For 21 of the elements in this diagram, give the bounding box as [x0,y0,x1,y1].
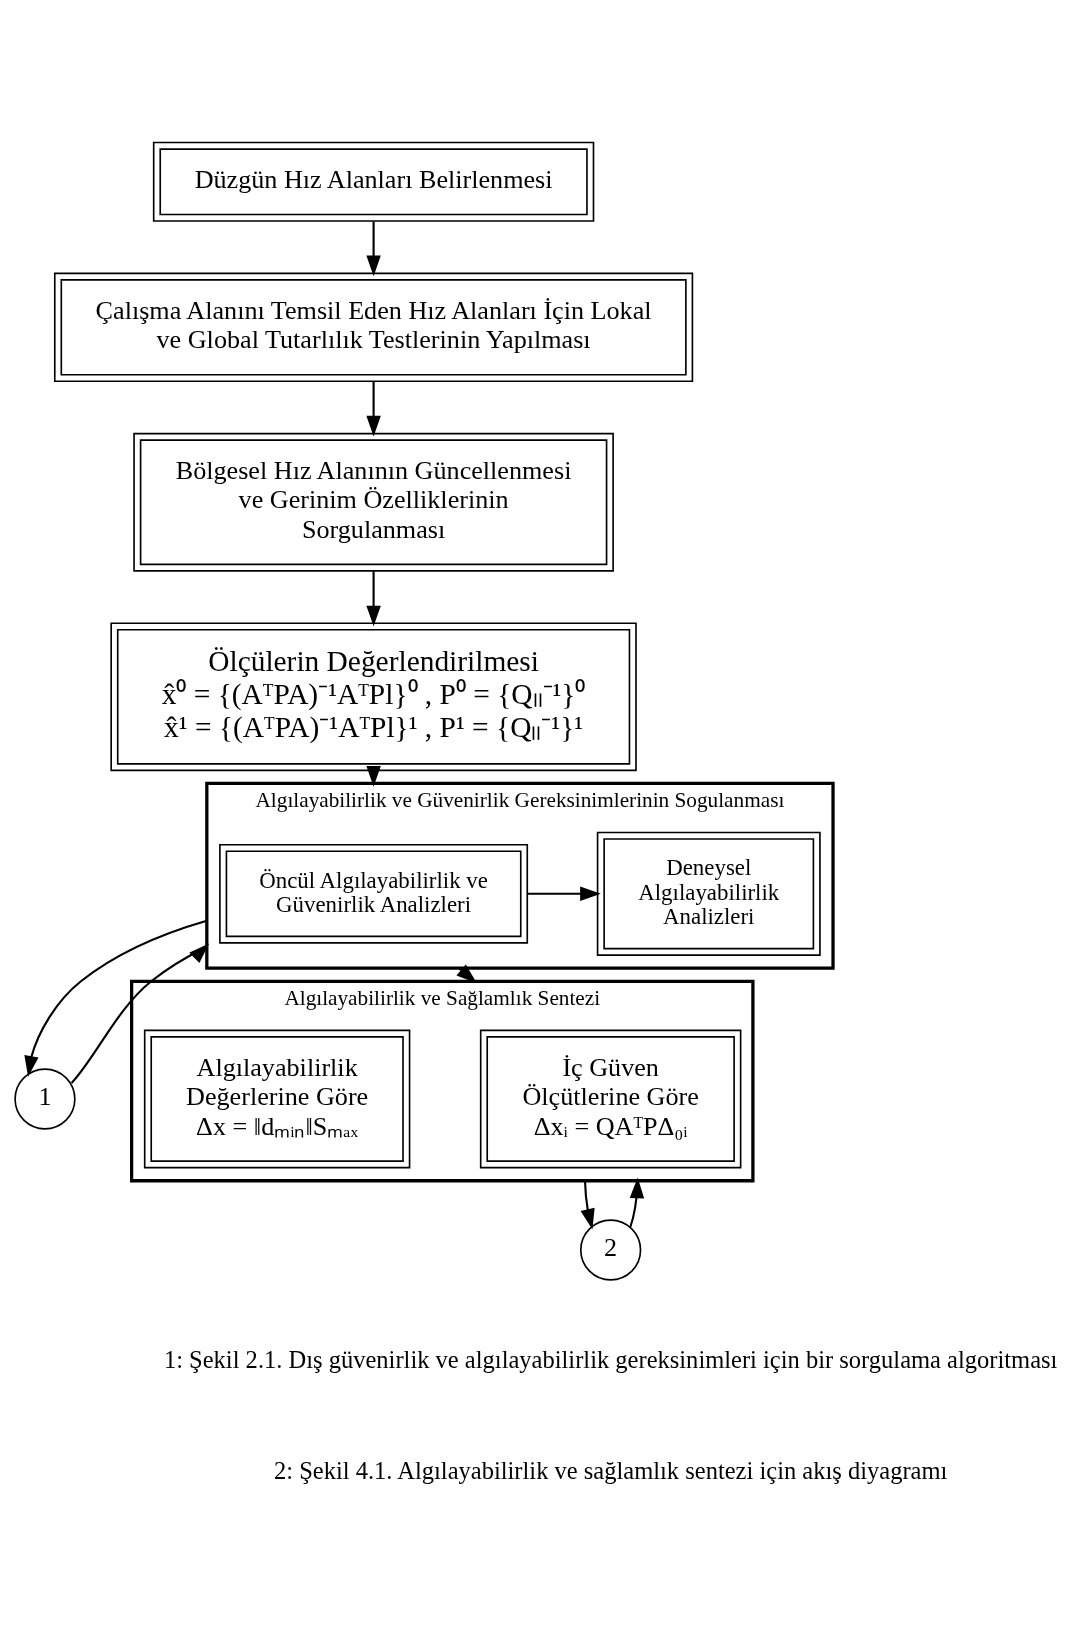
node-box: Bölgesel Hız Alanının Güncellenmesi ve Gerinim Özelliklerinin Sorgulanması [133,432,614,572]
arrow [527,886,601,901]
node-circle: 1 [14,1067,76,1130]
node-box: Algılayabilirlik Değerlerine Göre Δx = ‖dₘᵢₙ‖Sₘₐₓ [143,1029,411,1168]
node-box: Çalışma Alanını Temsil Eden Hız Alanları İçin Lokal ve Global Tutarlılık Testlerinin Yapılması [53,272,694,382]
node-box: Öncül Algılayabilirlik ve Güvenirlik Analizleri [219,843,529,944]
node-box: İç Güven Ölçütlerine Göre Δxᵢ = QAᵀPΔ₀ᵢ [479,1029,742,1168]
arrow [366,765,381,787]
arrow [456,964,477,983]
arrow [24,919,208,1077]
node-circle: 2 [579,1218,642,1281]
arrow [70,942,210,1084]
arrow [580,1180,595,1229]
node-box: Deneysel Algılayabilirlik Analizleri [596,831,821,956]
arrow [366,570,381,626]
arrow [366,380,381,436]
node-box: Düzgün Hız Alanları Belirlenmesi [152,141,595,222]
arrow [629,1177,645,1227]
arrow [366,221,381,276]
label: 1: Şekil 2.1. Dış güvenirlik ve algılayabilirlik gereksinimleri için bir sorgulama algoritması [163,1345,1058,1373]
label: 2: Şekil 4.1. Algılayabilirlik ve sağlamlık sentezi için akış diyagramı [273,1456,948,1484]
